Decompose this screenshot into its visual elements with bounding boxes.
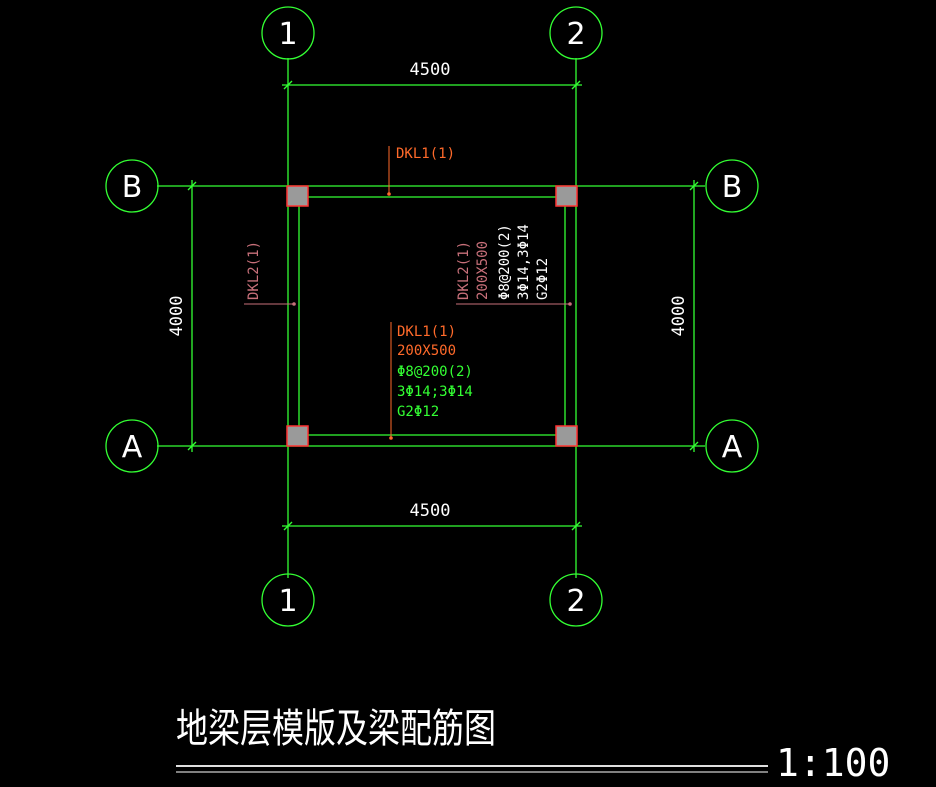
- axis-label: 2: [566, 17, 585, 52]
- drawing-title: 地梁层模版及梁配筋图: [176, 706, 496, 752]
- dimension-right: 4000: [669, 180, 699, 452]
- beam-annotation-bottom: DKL1(1) 200X500 Φ8@200(2) 3Φ14;3Φ14 G2Φ1…: [389, 322, 473, 440]
- dimension-text: 4000: [167, 296, 187, 337]
- beam-outlines: [298, 196, 566, 436]
- beam-rebar: 3Φ14,3Φ14: [516, 224, 532, 300]
- column-1b: [286, 185, 309, 207]
- axis-bubble-b-right: B: [705, 159, 759, 213]
- beam-annotation-top: DKL1(1): [387, 146, 455, 196]
- dimension-left: 4000: [167, 180, 197, 452]
- dimension-bottom: 4500: [282, 501, 582, 531]
- beam-label: DKL2(1): [456, 241, 472, 300]
- axis-label: A: [722, 430, 743, 465]
- columns: [286, 185, 578, 447]
- axis-bubble-a-left: A: [105, 419, 159, 473]
- column-1a: [286, 425, 309, 447]
- beam-side-rebar: G2Φ12: [535, 258, 551, 300]
- drawing-scale: 1:100: [776, 741, 890, 785]
- column-2b: [555, 185, 578, 207]
- beam-label: DKL1(1): [396, 146, 455, 162]
- beam-side-rebar: G2Φ12: [397, 404, 439, 420]
- axis-label: 2: [566, 584, 585, 619]
- axis-label: B: [722, 170, 743, 205]
- axis-label: 1: [278, 17, 297, 52]
- axis-bubble-1-top: 1: [261, 6, 315, 60]
- beam-annotation-left: DKL2(1): [244, 241, 296, 306]
- axis-label: A: [122, 430, 143, 465]
- beam-label: DKL1(1): [397, 324, 456, 340]
- beam-size: 200X500: [475, 241, 491, 300]
- axis-bubble-a-right: A: [705, 419, 759, 473]
- axis-bubble-2-bottom: 2: [549, 573, 603, 627]
- dimension-text: 4500: [410, 60, 451, 80]
- dimension-top: 4500: [282, 60, 582, 90]
- axis-label: B: [122, 170, 143, 205]
- title-block: 地梁层模版及梁配筋图 1:100: [176, 706, 890, 785]
- axis-bubble-1-bottom: 1: [261, 573, 315, 627]
- grid-lines: [157, 58, 705, 578]
- dimension-text: 4500: [410, 501, 451, 521]
- beam-annotation-right: DKL2(1) 200X500 Φ8@200(2) 3Φ14,3Φ14 G2Φ1…: [456, 224, 572, 306]
- beam-stirrup: Φ8@200(2): [497, 224, 513, 300]
- column-2a: [555, 425, 578, 447]
- beam-stirrup: Φ8@200(2): [397, 364, 473, 380]
- beam-size: 200X500: [397, 343, 456, 359]
- dimension-text: 4000: [669, 296, 689, 337]
- beam-label: DKL2(1): [246, 241, 262, 300]
- axis-label: 1: [278, 584, 297, 619]
- axis-bubble-2-top: 2: [549, 6, 603, 60]
- beam-rebar: 3Φ14;3Φ14: [397, 384, 473, 400]
- axis-bubble-b-left: B: [105, 159, 159, 213]
